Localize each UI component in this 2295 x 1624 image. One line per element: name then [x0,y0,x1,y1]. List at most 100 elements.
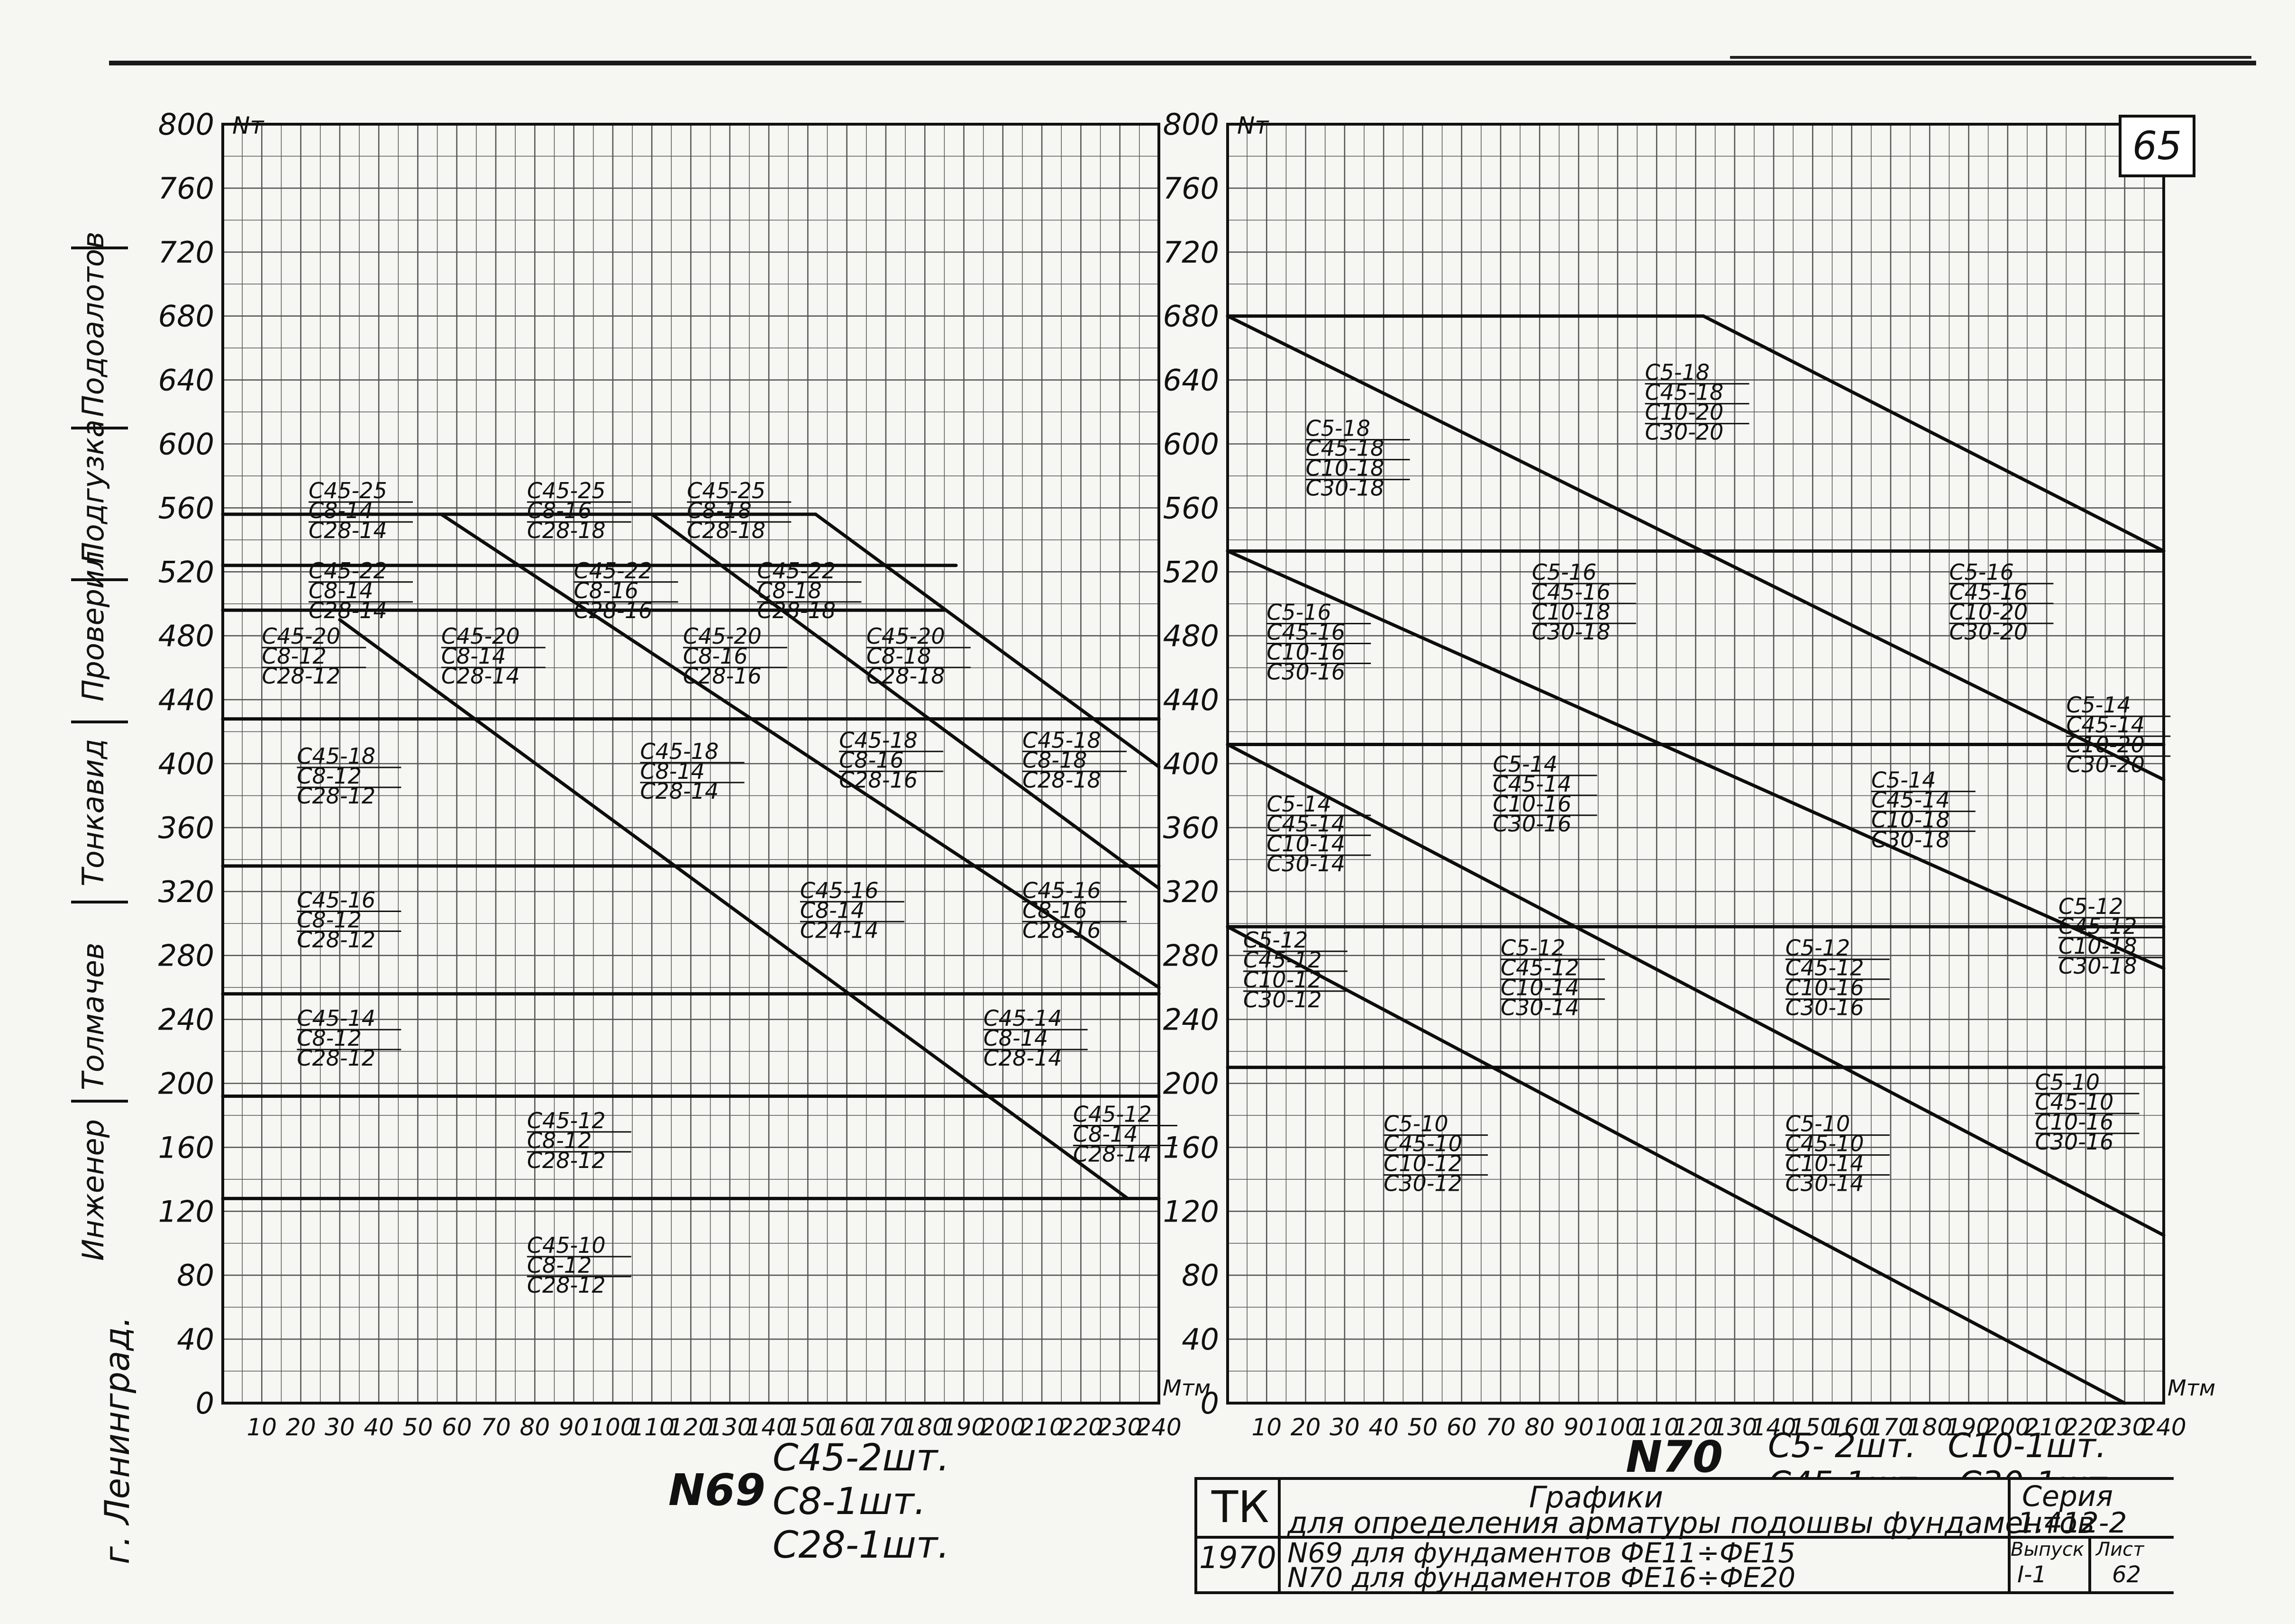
n69-annotation-text: С28-14 [1073,1141,1152,1167]
n69-y-tick-label: 640 [158,363,214,398]
n69-x-tick-label: 70 [481,1414,511,1441]
n70-annotation-text: С5-14 [1266,791,1331,817]
n69-annotation-text: С45-16 [800,877,879,903]
n70-y-tick-label: 720 [1163,235,1219,270]
n70-annotation-text: С10-18 [1532,599,1611,625]
sheet-number: 65 [2119,115,2195,177]
n69-annotation-text: С28-18 [866,663,945,689]
n69-annotation-text: С45-18 [297,743,375,769]
right-legend-item-1: С10-1шт. [1948,1426,2107,1465]
n70-annotation-text: С10-12 [1243,967,1322,993]
left-legend-item-1: С8-1шт. [773,1480,926,1523]
n69-y-tick-label: 600 [158,427,214,462]
n69-annotation-text: С8-14 [441,643,506,669]
n70-y-tick-label: 320 [1163,875,1219,909]
n69-y-tick-label: 520 [158,555,214,589]
n70-annotation-text: С45-14 [1871,787,1950,813]
n70-annotation-text: С30-12 [1384,1171,1462,1196]
n70-y-tick-label: 160 [1163,1130,1219,1165]
left-legend-item-2: С28-1шт. [773,1524,950,1567]
n69-annotation-text: С8-14 [309,498,373,523]
n69-y-tick-label: 400 [158,747,214,781]
n69-annotation-text: С45-14 [297,1005,375,1031]
n69-annotation-text: С45-20 [441,623,520,649]
n69-x-tick-label: 170 [863,1414,908,1441]
n70-x-tick-label: 40 [1368,1414,1399,1441]
n70-annotation-text: С5-16 [1266,599,1331,625]
n70-annotation-text: С5-18 [1306,416,1371,441]
n69-x-tick-label: 80 [520,1414,550,1441]
n69-y-tick-label: 360 [158,811,214,845]
n69-annotation-text: С28-16 [683,663,762,689]
n69-annotation-text: С8-12 [297,763,362,789]
n69-y-tick-label: 440 [158,683,214,717]
n69-x-tick-label: 50 [403,1414,433,1441]
n69-annotation-text: С45-20 [683,623,762,649]
n70-y-tick-label: 80 [1182,1258,1219,1293]
n69-annotation-text: С28-16 [1022,917,1101,943]
n70-annotation-text: С10-20 [1645,400,1724,425]
n70-series-line-9 [1226,925,2127,1405]
n69-annotation-text: С8-12 [262,643,327,669]
n70-plot-frame [1226,123,2165,1405]
n70-annotation-text: С45-10 [1785,1131,1864,1157]
n70-annotation-text: С45-14 [1493,771,1572,797]
sheet-value: 62 [2112,1561,2141,1588]
n69-annotation-text: С28-16 [574,598,653,623]
n69-x-tick-label: 240 [1136,1414,1181,1441]
issue-value: I-1 [2017,1561,2047,1588]
n70-annotation-text: С45-14 [1266,811,1345,837]
n70-annotation-text: С10-16 [1493,791,1572,817]
n69-annotation-text: С28-12 [527,1272,606,1298]
n70-annotation-text: С10-14 [1266,831,1345,857]
series-label: Серия [2022,1480,2113,1513]
n70-annotation-text: С45-18 [1306,436,1384,461]
n70-y-tick-label: 120 [1163,1194,1219,1229]
n70-y-tick-label: 400 [1163,747,1219,781]
title-block-title: Графики [1529,1480,1663,1515]
n70-annotation-text: С5-12 [1243,927,1308,953]
n69-y-tick-label: 0 [196,1386,214,1421]
n69-annotation-text: С28-12 [297,1045,375,1071]
right-chart-title: N70 [1626,1432,1723,1482]
n69-y-tick-label: 560 [158,491,214,525]
n69-annotation-text: С8-14 [309,578,373,603]
n69-annotation-text: С45-20 [866,623,945,649]
n70-y-axis-label: Nт [1237,112,1269,139]
n69-annotation-text: С28-18 [527,518,606,543]
n70-series-line-7 [1226,549,2166,970]
n69-x-tick-label: 30 [325,1414,355,1441]
n69-y-tick-label: 120 [158,1194,214,1229]
n70-annotation-text: С5-12 [1785,935,1850,961]
n69-x-tick-label: 200 [980,1414,1025,1441]
n70-y-tick-label: 0 [1201,1386,1219,1421]
n70-annotation-text: С30-18 [1306,475,1384,501]
n70-x-tick-label: 10 [1251,1414,1282,1441]
n70-x-tick-label: 190 [1946,1414,1991,1441]
n70-y-tick-label: 560 [1163,491,1219,525]
n70-annotation-text: С45-14 [2066,712,2145,738]
n69-annotation-text: С45-10 [527,1232,606,1258]
n70-annotation-text: С5-14 [1493,751,1558,777]
n69-annotation-text: С28-12 [527,1148,606,1173]
side-role-3: Проверил [76,551,110,702]
n70-annotation-text: С10-14 [1501,975,1579,1001]
n69-annotation-text: С28-12 [297,783,375,809]
n70-y-tick-label: 800 [1163,107,1219,142]
n70-annotation-text: С5-16 [1949,559,2014,585]
n69-annotation-text: С8-14 [984,1025,1048,1051]
n70-x-axis-label: Mтм [2168,1375,2215,1401]
n69-y-tick-label: 320 [158,875,214,909]
n69-annotation-text: С45-18 [1022,727,1101,753]
n70-annotation-text: С45-16 [1532,579,1611,605]
